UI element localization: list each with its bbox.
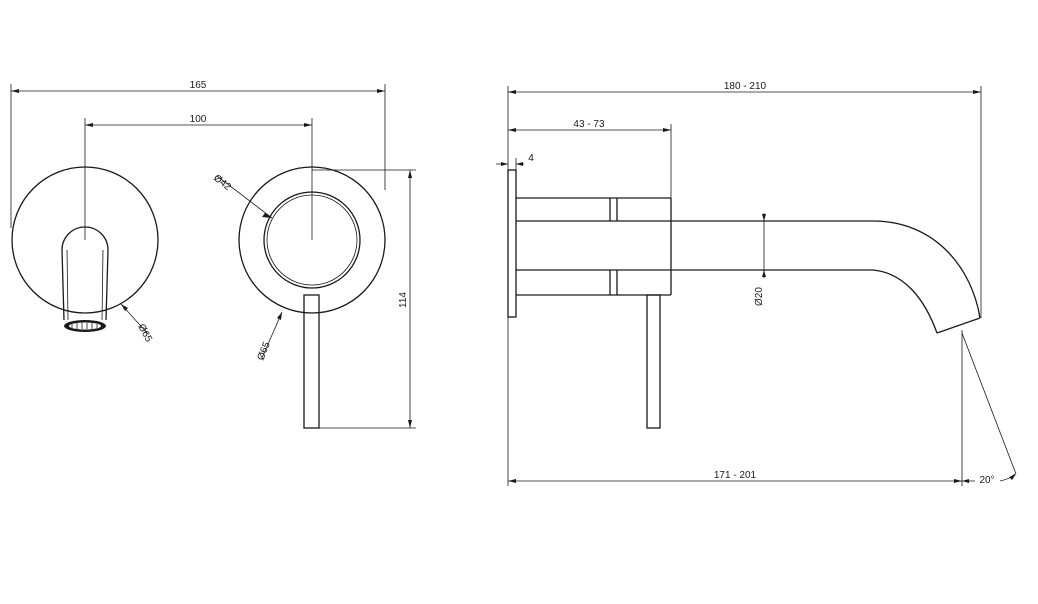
label-114: 114 — [398, 292, 409, 308]
label-165: 165 — [190, 80, 207, 91]
wall-plate — [507, 169, 517, 318]
label-20-deg: 20° — [979, 475, 994, 486]
dim-side-spout-reach: 171 - 201 — [508, 330, 963, 486]
valve-body — [516, 197, 672, 296]
label-handle-body-diameter: Ø42 — [211, 173, 233, 194]
label-handle-plate-diameter: Ø65 — [256, 340, 273, 362]
aerator — [64, 320, 106, 332]
dim-side-spout-diameter: Ø20 — [754, 213, 766, 306]
spout-side — [671, 220, 981, 334]
label-spout-plate-diameter: Ø65 — [135, 322, 154, 344]
handle-plate: Ø42 Ø65 — [211, 166, 386, 429]
label-4: 4 — [528, 153, 534, 164]
dim-side-plate-thickness: 4 — [496, 153, 534, 170]
dim-front-total-width: 165 — [10, 80, 386, 228]
front-view: 165 100 — [10, 80, 416, 429]
lever-side — [646, 294, 661, 429]
dim-side-total-length: 180 - 210 — [507, 81, 982, 486]
dim-side-spout-angle: 20° — [961, 332, 1017, 486]
dim-side-body-range: 43 - 73 — [508, 119, 672, 198]
label-100: 100 — [190, 114, 207, 125]
label-171-201: 171 - 201 — [714, 470, 757, 481]
label-180-210: 180 - 210 — [724, 81, 767, 92]
dim-front-center-distance: 100 — [84, 114, 313, 240]
dim-handle-plate-height: 114 — [312, 169, 416, 429]
side-view: 180 - 210 43 - 73 4 — [496, 81, 1017, 486]
label-side-spout-diameter: Ø20 — [754, 287, 765, 306]
label-43-73: 43 - 73 — [573, 119, 605, 130]
